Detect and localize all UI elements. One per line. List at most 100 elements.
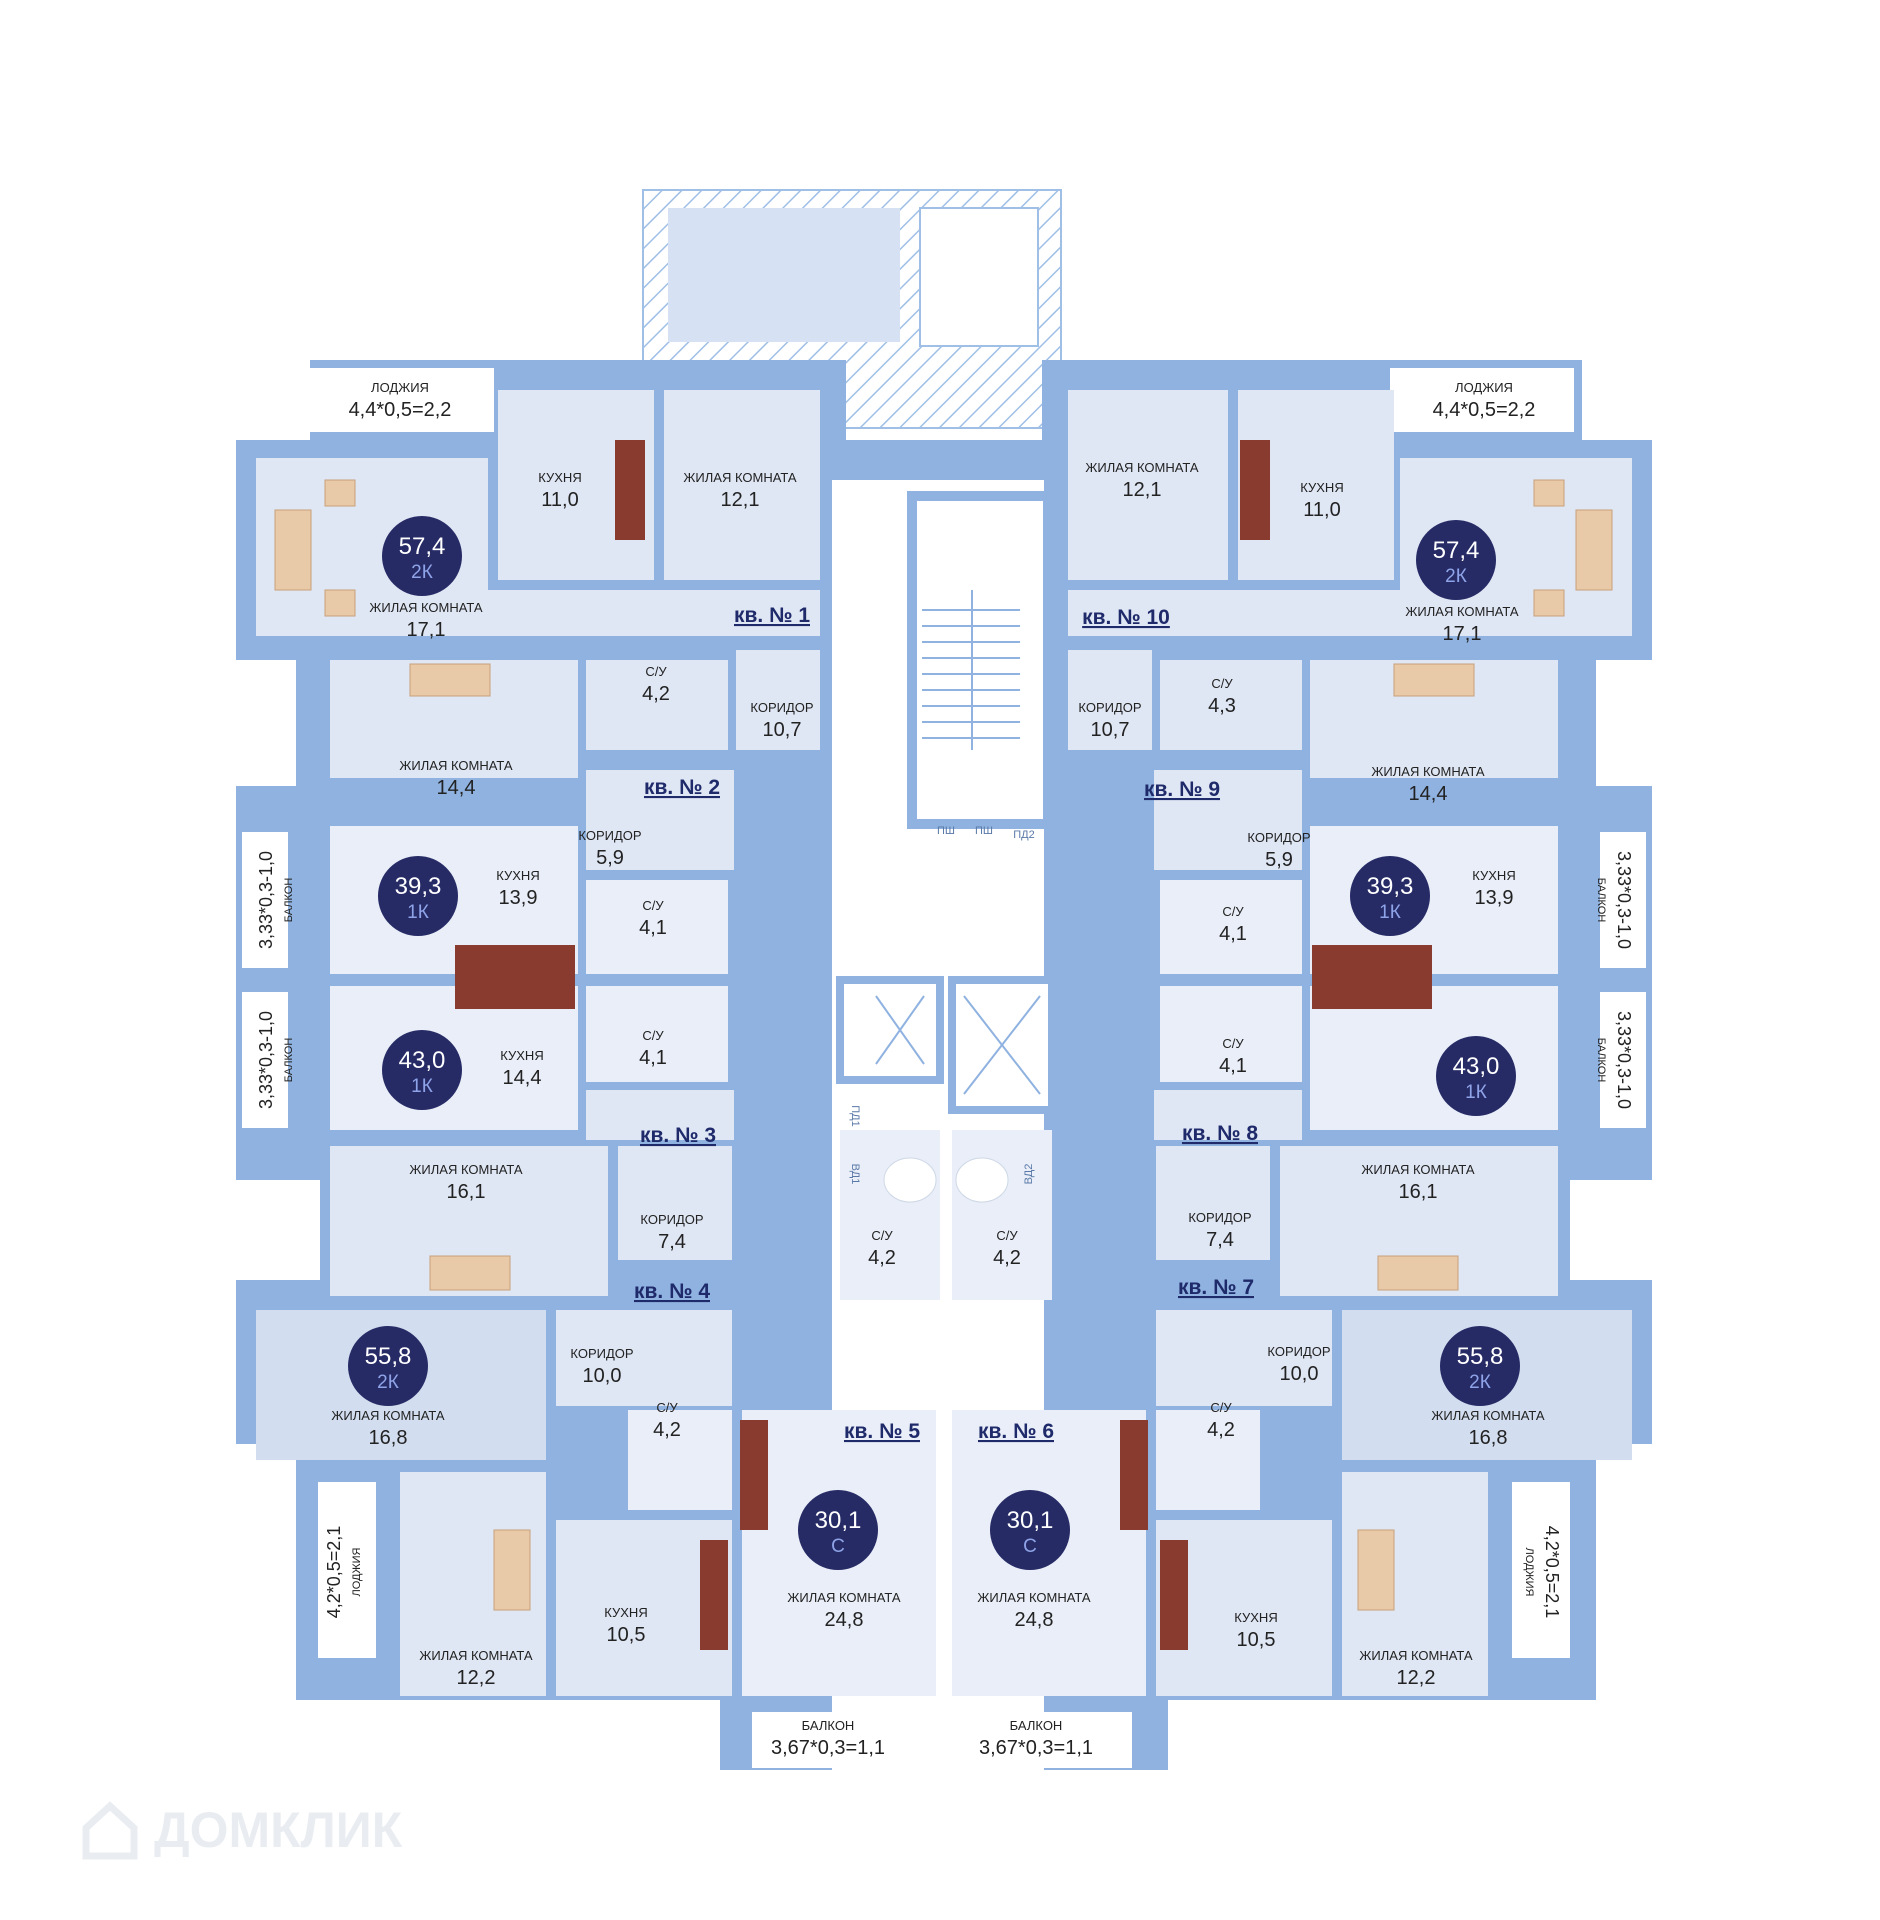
furniture xyxy=(274,440,1613,1650)
badge-type: 1К xyxy=(411,1076,433,1097)
core-tag: ВД2 xyxy=(1023,1164,1035,1185)
badge-type: С xyxy=(831,1536,845,1557)
room-area: 4,4*0,5=2,2 xyxy=(1433,399,1536,421)
room-name: КУХНЯ xyxy=(1472,868,1515,883)
room-name: КУХНЯ xyxy=(496,868,539,883)
room-apt9-bath xyxy=(1160,880,1302,974)
room-area: 10,0 xyxy=(1280,1363,1319,1385)
room-name: КОРИДОР xyxy=(1078,700,1141,715)
room-area: 16,8 xyxy=(369,1427,408,1449)
badge-type: 2К xyxy=(1445,566,1467,587)
apartment-number: кв. № 10 xyxy=(1082,606,1170,629)
loggia-1 xyxy=(310,368,494,432)
room-area: 4,2 xyxy=(1207,1419,1235,1441)
area-badge xyxy=(1436,1036,1516,1116)
room-area: 12,1 xyxy=(1123,479,1162,501)
room-name: БАЛКОН xyxy=(1010,1718,1063,1733)
area-badge xyxy=(798,1490,878,1570)
area-badge xyxy=(382,516,462,596)
room-area: 11,0 xyxy=(541,489,578,511)
room-area: 17,1 xyxy=(1443,623,1482,645)
apartment-number: кв. № 3 xyxy=(640,1124,716,1147)
room-area: 12,2 xyxy=(1397,1667,1436,1689)
room-name: ЖИЛАЯ КОМНАТА xyxy=(419,1648,532,1663)
room-apt9-corridor xyxy=(1154,770,1302,870)
room-area: 4,2 xyxy=(642,683,670,705)
room-apt4-bath xyxy=(628,1410,732,1510)
balcony-name: БАЛКОН xyxy=(283,878,295,923)
badge-area: 55,8 xyxy=(365,1343,412,1370)
watermark-text: ДОМКЛИК xyxy=(154,1802,403,1858)
room-name: С/У xyxy=(645,664,667,679)
room-area: 14,4 xyxy=(1409,783,1448,805)
balcony-name: БАЛКОН xyxy=(1595,1038,1607,1083)
side-balconies xyxy=(238,828,1650,1662)
room-name: ЖИЛАЯ КОМНАТА xyxy=(331,1408,444,1423)
badge-type: 1К xyxy=(1379,902,1401,923)
badge-type: 1К xyxy=(407,902,429,923)
room-area: 16,8 xyxy=(1469,1427,1508,1449)
room-apt3-bath xyxy=(586,986,728,1082)
room-apt8-kitchen xyxy=(1310,986,1558,1130)
badge-type: 2К xyxy=(377,1372,399,1393)
badge-type: 2К xyxy=(1469,1372,1491,1393)
room-name: КУХНЯ xyxy=(538,470,581,485)
room-name: С/У xyxy=(1222,1036,1244,1051)
room-area: 4,1 xyxy=(1219,923,1247,945)
outer-cutouts xyxy=(236,660,1656,1740)
room-name: ЖИЛАЯ КОМНАТА xyxy=(683,470,796,485)
room-name: ЖИЛАЯ КОМНАТА xyxy=(1085,460,1198,475)
room-name: КОРИДОР xyxy=(1247,830,1310,845)
badge-area: 30,1 xyxy=(1007,1507,1054,1534)
badge-type: 2К xyxy=(411,562,433,583)
room-name: ЖИЛАЯ КОМНАТА xyxy=(1361,1162,1474,1177)
room-apt7-corridor xyxy=(1156,1310,1332,1406)
room-name: С/У xyxy=(996,1228,1018,1243)
area-badge xyxy=(378,856,458,936)
room-area: 5,9 xyxy=(1265,849,1293,871)
room-apt2-corridor xyxy=(586,770,734,870)
house-logo-icon xyxy=(82,1801,138,1860)
room-apt10-bath xyxy=(1160,660,1302,750)
room-area: 10,7 xyxy=(763,719,802,741)
room-name: ЖИЛАЯ КОМНАТА xyxy=(369,600,482,615)
balcony-area: 3,33*0,3-1,0 xyxy=(1614,1011,1634,1109)
core-tag: ВД1 xyxy=(849,1164,861,1185)
room-name: КУХНЯ xyxy=(500,1048,543,1063)
core-tag: ПД2 xyxy=(1013,829,1034,841)
loggia-10 xyxy=(1390,368,1574,432)
room-name: С/У xyxy=(871,1228,893,1243)
room-apt7-bath xyxy=(1156,1410,1260,1510)
area-badge xyxy=(990,1490,1070,1570)
room-name: С/У xyxy=(656,1400,678,1415)
room-name: КОРИДОР xyxy=(1267,1344,1330,1359)
badge-area: 43,0 xyxy=(399,1047,446,1074)
area-badge xyxy=(382,1030,462,1110)
room-apt3-corridor xyxy=(618,1146,732,1260)
room-apt1-living-12 xyxy=(664,390,820,580)
apartment-number: кв. № 8 xyxy=(1182,1122,1258,1145)
room-area: 16,1 xyxy=(447,1181,486,1203)
room-name: ЖИЛАЯ КОМНАТА xyxy=(1405,604,1518,619)
room-name: С/У xyxy=(1222,904,1244,919)
room-name: ЛОДЖИЯ xyxy=(1455,380,1513,395)
room-area: 4,3 xyxy=(1208,695,1236,717)
room-area: 17,1 xyxy=(407,619,446,641)
room-name: КОРИДОР xyxy=(570,1346,633,1361)
area-badge xyxy=(1416,520,1496,600)
room-name: КОРИДОР xyxy=(1188,1210,1251,1225)
room-name: КУХНЯ xyxy=(604,1605,647,1620)
room-area: 13,9 xyxy=(499,887,538,909)
room-name: ЖИЛАЯ КОМНАТА xyxy=(409,1162,522,1177)
balcony-name: ЛОДЖИЯ xyxy=(1523,1548,1535,1597)
badge-area: 55,8 xyxy=(1457,1343,1504,1370)
badge-area: 30,1 xyxy=(815,1507,862,1534)
room-area: 11,0 xyxy=(1303,499,1340,521)
balcony-area: 3,33*0,3-1,0 xyxy=(256,1011,276,1109)
room-name: ЖИЛАЯ КОМНАТА xyxy=(977,1590,1090,1605)
room-name: КУХНЯ xyxy=(1234,1610,1277,1625)
